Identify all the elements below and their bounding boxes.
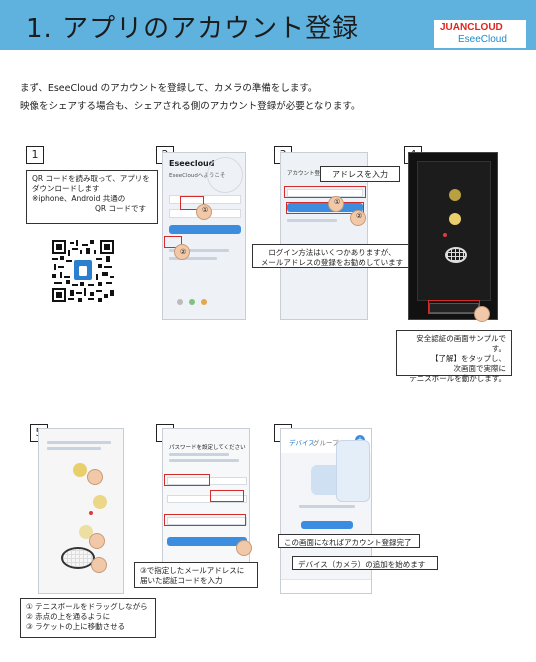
step-3-hand-icon-2 [350,210,366,226]
step-3-marker-1: ① [334,198,341,206]
step-4-text-1: 安全認証の画面サンプルです。 [416,334,506,353]
step-6-text-2: 届いた認証コードを入力 [140,576,223,585]
step-4-ball-icon-2 [449,213,461,225]
step-6-highlight-3 [164,514,246,526]
step-1-text-4: QR コードです [95,204,146,213]
step-1-number: 1 [26,146,44,164]
step-5-racket-icon [61,547,95,569]
step-6-submit-button[interactable] [167,537,247,546]
step-2-social-icon[interactable] [201,299,207,305]
step-3-next-button[interactable] [287,203,363,212]
step-2-marker-2: ② [180,248,187,256]
step-7-text-bar [299,505,355,508]
qr-code [52,240,114,302]
step-6-text-bar [169,453,229,456]
step-6-highlight-2 [210,490,244,502]
step-2-social-icon[interactable] [189,299,195,305]
step-3-screen-title: アカウント登録 [287,171,326,177]
page-header: 1. アプリのアカウント登録 JUANCLOUD EseeCloud [0,0,536,50]
step-1-text-3: ※iphone、Android 共通の [32,194,126,203]
step-3-callout-bottom: ログイン方法はいくつかありますが、 メールアドレスの登録をお勧めしています [252,244,412,268]
step-2-hand-icon-2 [174,244,190,260]
step-5-hand-icon-3 [91,557,107,573]
step-5-text-3: ③ ラケットの上に移動させる [26,622,126,631]
step-6-callout: ③で指定したメールアドレスに 届いた認証コードを入力 [134,562,258,588]
step-6-code-field[interactable] [167,477,247,485]
step-4-phone-screen [408,152,498,320]
step-3-email-field[interactable] [287,189,363,197]
step-2-highlight-2 [164,236,182,248]
step-3-marker-2: ② [356,212,363,220]
step-2-welcome: EseeCloudへようこそ [169,173,226,179]
logo-brand-text: JUANCLOUD [440,22,503,33]
page-title: 1. アプリのアカウント登録 [26,14,360,44]
step-4-ball-icon [449,189,461,201]
step-2-highlight-1 [180,196,204,210]
step-2-deco-circle [207,157,243,193]
step-6-text-bar [169,459,239,462]
step-2-account-field[interactable] [169,195,241,204]
step-3-hand-icon-1 [328,196,344,212]
step-7-add-device-button[interactable] [301,521,353,529]
qr-code-graphic [52,240,114,302]
step-3-highlight-1 [284,186,366,198]
step-5-text-1: ① テニスボールをドラッグしながら [26,602,148,611]
step-5-text-bar [47,441,111,444]
step-3-bottom-text-1: ログイン方法はいくつかありますが、 [268,248,396,257]
step-4-racket-icon [445,247,467,263]
step-6-screen-title: パスワードを設定してください [169,445,246,451]
step-4-callout: 安全認証の画面サンプルです。 【了解】をタップし、 次画面で実際に テニスボール… [396,330,512,383]
step-5-hand-icon-1 [87,469,103,485]
step-6-text-1: ③で指定したメールアドレスに [140,566,245,575]
step-6-confirm-field[interactable] [167,517,247,525]
logo-product-text: EseeCloud [458,34,507,45]
step-4-highlight [428,300,480,314]
step-1-callout: QR コードを読み取って、アプリを ダウンロードします ※iphone、Andr… [26,170,158,224]
step-7-callout-2: デバイス（カメラ）の追加を始めます [292,556,438,570]
step-3-text-bar [287,219,337,222]
brand-logo: JUANCLOUD EseeCloud [434,20,526,48]
step-6-highlight-1 [164,474,210,486]
step-7-callout-1: この画面になればアカウント登録完了 [278,534,420,548]
step-5-text-2: ② 赤点の上を通るように [26,612,111,621]
step-2-login-button[interactable] [169,225,241,234]
step-2-text-bar [169,257,217,260]
step-4-captcha-panel [417,161,491,301]
step-2-social-icon[interactable] [177,299,183,305]
step-4-text-3: 次画面で実際に [453,364,507,373]
step-4-text-2: 【了解】をタップし、 [431,354,506,363]
step-2-hand-icon-1 [196,204,212,220]
step-5-text-bar [47,447,101,450]
step-7-tab-group[interactable]: グループ [313,439,339,447]
step-3-bottom-text-2: メールアドレスの登録をお勧めしています [260,258,404,267]
step-5-phone-screen [38,428,124,594]
step-5-red-dot [89,511,93,515]
step-3-highlight-2 [286,202,364,214]
step-4-hand-icon [474,306,490,322]
intro-line-1: まず、EseeCloud のアカウントを登録して、カメラの準備をします。 [20,83,318,94]
step-6-password-field[interactable] [167,495,247,503]
step-6-phone-screen: パスワードを設定してください [162,428,250,568]
step-7-tab-device[interactable]: デバイス [289,439,315,447]
step-5-ball-icon [73,463,87,477]
step-1-text-1: QR コードを読み取って、アプリを [32,174,150,183]
step-5-hand-icon-2 [89,533,105,549]
step-4-red-dot [443,233,447,237]
step-7-bottom-nav [281,579,371,593]
step-7-phone-illustration [336,440,370,502]
step-2-app-name: Eseecloud [169,159,215,168]
step-4-text-4: テニスボールを動かします。 [409,374,506,383]
step-6-hand-icon [236,540,252,556]
step-5-callout: ① テニスボールをドラッグしながら ② 赤点の上を通るように ③ ラケットの上に… [20,598,156,638]
step-5-ball-icon-2 [93,495,107,509]
step-1-text-2: ダウンロードします [32,184,100,193]
step-2-marker-1: ① [202,206,209,214]
step-2-text-bar [169,249,229,252]
step-3-callout-top: アドレスを入力 [320,166,400,182]
intro-line-2: 映像をシェアする場合も、シェアされる側のアカウント登録が必要となります。 [20,101,361,112]
